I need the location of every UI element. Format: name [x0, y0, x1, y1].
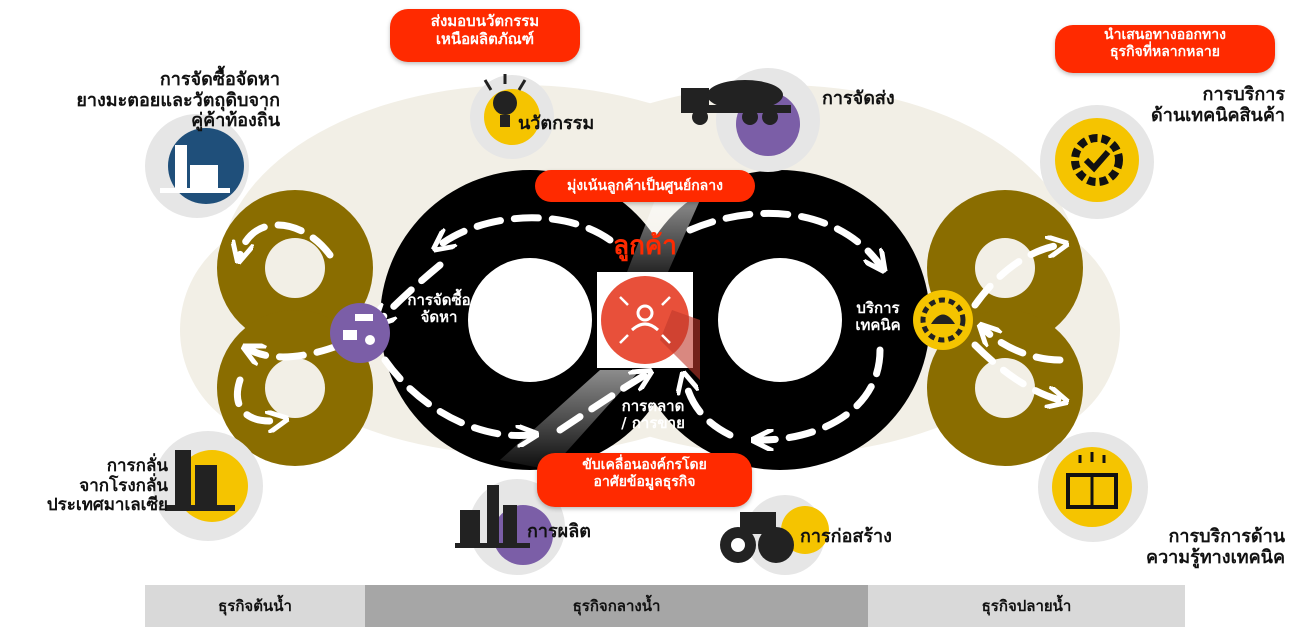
- node-sourcing-icon: [145, 114, 249, 218]
- technical-service-hub-icon: [913, 290, 973, 350]
- node-innovation-icon: [470, 74, 554, 159]
- node-logistics-icon: [681, 68, 820, 172]
- segment-upstream: ธุรกิจต้นน้ำ: [145, 585, 365, 627]
- label-technical-service: บริการ เทคนิค: [855, 299, 901, 335]
- label-logistics: การจัดส่ง: [822, 88, 895, 109]
- segment-midstream: ธุรกิจกลางน้ำ: [365, 585, 868, 627]
- light-beam-top: [620, 200, 700, 290]
- procurement-hub-icon: [330, 303, 390, 363]
- customer-tile: [597, 272, 700, 380]
- label-procurement: การจัดซื้อ จัดหา: [407, 291, 471, 327]
- node-tech-knowledge-icon: [1038, 432, 1148, 542]
- label-construction: การก่อสร้าง: [800, 526, 892, 547]
- callout-innovation: ส่งมอบนวัตกรรม เหนือผลิตภัณฑ์: [390, 9, 580, 62]
- callout-business-options: นำเสนอทางออกทาง ธุรกิจที่หลากหลาย: [1055, 25, 1275, 73]
- callout-data-driven: ขับเคลื่อนองค์กรโดย อาศัยข้อมูลธุรกิจ: [537, 453, 752, 507]
- label-customer: ลูกค้า: [613, 231, 677, 261]
- callout-customer-centric: มุ่งเน้นลูกค้าเป็นศูนย์กลาง: [535, 170, 755, 202]
- label-production: การผลิต: [527, 521, 591, 542]
- label-product-tech: การบริการ ด้านเทคนิคสินค้า: [1151, 84, 1285, 126]
- label-innovation: นวัตกรรม: [518, 113, 595, 134]
- flow-arrows: [237, 210, 1060, 440]
- label-tech-knowledge: การบริการด้าน ความรู้ทางเทคนิค: [1146, 526, 1285, 568]
- segment-downstream: ธุรกิจปลายน้ำ: [868, 585, 1185, 627]
- node-product-tech-icon: [1040, 105, 1154, 219]
- label-marketing: การตลาด / การขาย: [621, 397, 685, 433]
- node-production-icon: [455, 479, 565, 575]
- label-sourcing: การจัดซื้อจัดหา ยางมะตอยและวัตถุดิบจาก ค…: [76, 69, 280, 132]
- node-construction-icon: [720, 495, 829, 575]
- node-refining-icon: [153, 431, 263, 541]
- label-refining: การกลั่น จากโรงกลั่น ประเทศมาเลเซีย: [46, 456, 168, 516]
